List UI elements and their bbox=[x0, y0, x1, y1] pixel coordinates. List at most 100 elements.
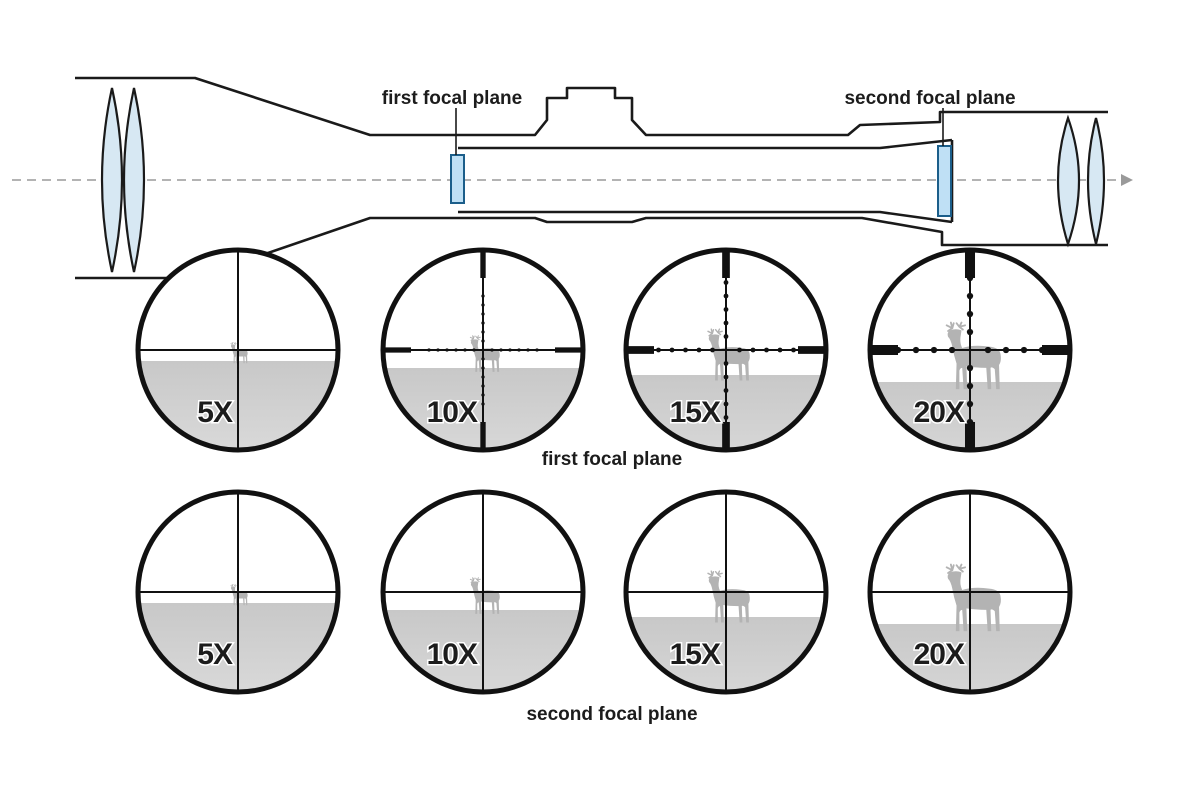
mil-dot bbox=[259, 591, 262, 593]
magnification-label: 10X bbox=[427, 638, 478, 671]
mil-dot bbox=[969, 600, 971, 602]
mil-dot bbox=[791, 347, 796, 353]
scope-view: 15X bbox=[623, 489, 829, 695]
mil-dot bbox=[966, 382, 974, 390]
mil-dot bbox=[723, 320, 729, 326]
mil-dot bbox=[725, 609, 727, 611]
mil-dot bbox=[723, 401, 729, 407]
mil-dot bbox=[656, 347, 661, 353]
mil-dot bbox=[250, 591, 253, 593]
mil-dot bbox=[228, 349, 230, 351]
mil-dot bbox=[960, 591, 962, 593]
mil-dot bbox=[750, 347, 756, 353]
mil-dot bbox=[966, 310, 974, 318]
mil-dot bbox=[966, 328, 974, 336]
mil-dot bbox=[966, 292, 974, 300]
mil-dot bbox=[237, 613, 239, 616]
mil-dot bbox=[482, 586, 484, 589]
mil-dot bbox=[859, 347, 865, 353]
mil-dot bbox=[711, 591, 714, 593]
mil-dot bbox=[966, 364, 974, 372]
mil-dot bbox=[237, 344, 239, 347]
mil-dot bbox=[669, 347, 675, 353]
mil-dot bbox=[737, 347, 742, 353]
magnification-label: 5X bbox=[197, 396, 233, 429]
mil-dot bbox=[246, 591, 248, 593]
mil-dot bbox=[930, 346, 938, 354]
mil-dot bbox=[725, 586, 727, 589]
mil-dot bbox=[237, 618, 239, 620]
crosshair-reticle bbox=[383, 492, 583, 692]
mil-dot bbox=[508, 348, 512, 352]
mil-dot bbox=[984, 346, 992, 354]
mil-dot bbox=[707, 591, 709, 593]
mil-dot bbox=[1002, 346, 1010, 354]
mil-dot bbox=[966, 274, 974, 282]
mil-dot bbox=[481, 303, 485, 307]
scope-ring bbox=[867, 489, 1073, 695]
mil-dot bbox=[942, 591, 944, 593]
mil-dot bbox=[482, 609, 484, 611]
scope-view: 15X bbox=[623, 247, 829, 453]
mil-dot bbox=[683, 347, 688, 353]
mil-dot bbox=[987, 591, 989, 593]
mil-dot bbox=[526, 348, 530, 352]
second-focal-plane-reticle-icon bbox=[937, 145, 952, 217]
scope-view: 10X bbox=[380, 247, 586, 453]
mil-dot bbox=[723, 334, 729, 339]
mil-dot bbox=[228, 591, 230, 593]
mil-dot bbox=[482, 595, 484, 598]
mil-dot bbox=[969, 564, 971, 566]
mil-dot bbox=[237, 609, 239, 611]
mil-dot bbox=[969, 577, 971, 580]
mil-dot bbox=[969, 582, 971, 584]
mil-dot bbox=[729, 591, 732, 593]
mil-dot bbox=[481, 375, 485, 379]
mil-dot bbox=[969, 573, 971, 575]
mil-dot bbox=[237, 331, 239, 333]
mil-dot bbox=[982, 591, 985, 593]
mil-dot bbox=[702, 591, 705, 593]
mil-dot bbox=[955, 591, 958, 593]
axis-arrow-icon bbox=[1121, 174, 1133, 186]
crosshair-reticle bbox=[626, 250, 826, 450]
mil-dot bbox=[477, 591, 480, 593]
magnification-label: 10X bbox=[427, 396, 478, 429]
mil-dot bbox=[720, 591, 723, 593]
mil-dot bbox=[804, 347, 810, 353]
mil-dot bbox=[246, 349, 248, 351]
mil-dot bbox=[1056, 346, 1064, 354]
mil-dot bbox=[237, 604, 239, 607]
mil-dot bbox=[504, 591, 507, 593]
mil-dot bbox=[482, 604, 484, 607]
mil-dot bbox=[969, 586, 971, 589]
mil-dot bbox=[946, 591, 949, 593]
mil-dot bbox=[491, 591, 493, 593]
scope-ring bbox=[135, 247, 341, 453]
mil-dot bbox=[481, 330, 485, 334]
mil-dot bbox=[966, 436, 974, 444]
mil-dot bbox=[723, 428, 729, 434]
mil-dot bbox=[969, 568, 971, 571]
mil-dot bbox=[241, 591, 244, 593]
mil-dot bbox=[237, 586, 239, 589]
mil-dot bbox=[264, 591, 266, 593]
mil-dot bbox=[237, 577, 239, 580]
mil-dot bbox=[237, 326, 239, 329]
mil-dot bbox=[1075, 347, 1081, 353]
mil-dot bbox=[481, 393, 485, 397]
mil-dot bbox=[996, 591, 998, 593]
mil-dot bbox=[455, 591, 457, 593]
second-focal-plane-label: second focal plane bbox=[844, 88, 1015, 109]
magnification-label: 15X bbox=[670, 638, 721, 671]
crosshair-reticle bbox=[859, 250, 1081, 450]
mil-dot bbox=[725, 604, 727, 607]
mil-dot bbox=[723, 266, 729, 272]
mil-dot bbox=[481, 402, 485, 406]
mil-dot bbox=[725, 568, 727, 571]
mil-dot bbox=[490, 348, 494, 352]
mil-dot bbox=[499, 348, 503, 352]
mil-dot bbox=[214, 349, 217, 351]
